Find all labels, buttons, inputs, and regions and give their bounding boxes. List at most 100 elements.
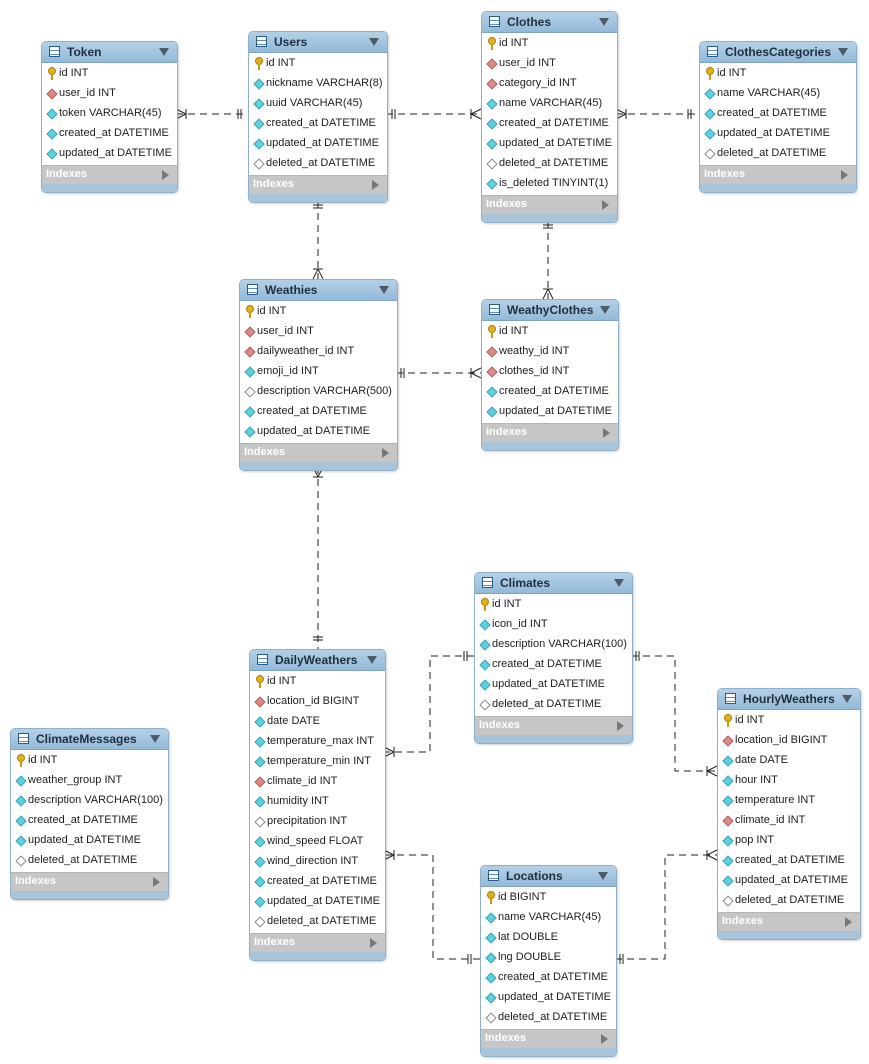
column-row[interactable]: id INT	[718, 711, 860, 731]
column-row[interactable]: updated_at DATETIME	[482, 402, 618, 422]
table-header[interactable]: Users	[249, 32, 387, 53]
table-header[interactable]: ClothesCategories	[700, 42, 856, 63]
column-row[interactable]: updated_at DATETIME	[11, 831, 168, 851]
column-row[interactable]: id INT	[482, 322, 618, 342]
column-row[interactable]: id INT	[240, 302, 397, 322]
column-row[interactable]: deleted_at DATETIME	[250, 912, 385, 932]
column-row[interactable]: created_at DATETIME	[481, 968, 616, 988]
column-row[interactable]: lng DOUBLE	[481, 948, 616, 968]
column-row[interactable]: location_id BIGINT	[250, 692, 385, 712]
column-row[interactable]: temperature_min INT	[250, 752, 385, 772]
collapse-arrow-icon[interactable]	[838, 48, 848, 56]
column-row[interactable]: deleted_at DATETIME	[481, 1008, 616, 1028]
column-row[interactable]: category_id INT	[482, 74, 617, 94]
indexes-section[interactable]: Indexes	[475, 716, 632, 735]
column-row[interactable]: updated_at DATETIME	[250, 892, 385, 912]
column-row[interactable]: created_at DATETIME	[475, 655, 632, 675]
column-row[interactable]: icon_id INT	[475, 615, 632, 635]
column-row[interactable]: name VARCHAR(45)	[482, 94, 617, 114]
column-row[interactable]: date DATE	[250, 712, 385, 732]
column-row[interactable]: id INT	[42, 64, 177, 84]
column-row[interactable]: description VARCHAR(100)	[11, 791, 168, 811]
column-row[interactable]: created_at DATETIME	[240, 402, 397, 422]
column-row[interactable]: updated_at DATETIME	[42, 144, 177, 164]
column-row[interactable]: token VARCHAR(45)	[42, 104, 177, 124]
column-row[interactable]: deleted_at DATETIME	[475, 695, 632, 715]
table-header[interactable]: Weathies	[240, 280, 397, 301]
column-row[interactable]: id INT	[700, 64, 856, 84]
column-row[interactable]: updated_at DATETIME	[475, 675, 632, 695]
column-row[interactable]: date DATE	[718, 751, 860, 771]
column-row[interactable]: created_at DATETIME	[700, 104, 856, 124]
table-header[interactable]: WeathyClothes	[482, 300, 618, 321]
collapse-arrow-icon[interactable]	[150, 735, 160, 743]
indexes-section[interactable]: Indexes	[11, 872, 168, 891]
table-header[interactable]: Token	[42, 42, 177, 63]
collapse-arrow-icon[interactable]	[599, 18, 609, 26]
collapse-arrow-icon[interactable]	[379, 286, 389, 294]
collapse-arrow-icon[interactable]	[614, 579, 624, 587]
column-row[interactable]: name VARCHAR(45)	[700, 84, 856, 104]
collapse-arrow-icon[interactable]	[598, 872, 608, 880]
expand-arrow-icon[interactable]	[153, 877, 160, 887]
expand-arrow-icon[interactable]	[603, 428, 610, 438]
indexes-section[interactable]: Indexes	[481, 1029, 616, 1048]
column-row[interactable]: emoji_id INT	[240, 362, 397, 382]
column-row[interactable]: nickname VARCHAR(8)	[249, 74, 387, 94]
column-row[interactable]: updated_at DATETIME	[482, 134, 617, 154]
column-row[interactable]: created_at DATETIME	[42, 124, 177, 144]
expand-arrow-icon[interactable]	[162, 170, 169, 180]
collapse-arrow-icon[interactable]	[842, 695, 852, 703]
table-header[interactable]: HourlyWeathers	[718, 689, 860, 710]
column-row[interactable]: uuid VARCHAR(45)	[249, 94, 387, 114]
table-header[interactable]: DailyWeathers	[250, 650, 385, 671]
column-row[interactable]: created_at DATETIME	[482, 382, 618, 402]
column-row[interactable]: user_id INT	[482, 54, 617, 74]
column-row[interactable]: name VARCHAR(45)	[481, 908, 616, 928]
expand-arrow-icon[interactable]	[370, 938, 377, 948]
table-header[interactable]: Climates	[475, 573, 632, 594]
column-row[interactable]: user_id INT	[42, 84, 177, 104]
table-header[interactable]: Locations	[481, 866, 616, 887]
indexes-section[interactable]: Indexes	[718, 912, 860, 931]
collapse-arrow-icon[interactable]	[159, 48, 169, 56]
column-row[interactable]: updated_at DATETIME	[481, 988, 616, 1008]
column-row[interactable]: created_at DATETIME	[718, 851, 860, 871]
column-row[interactable]: updated_at DATETIME	[718, 871, 860, 891]
expand-arrow-icon[interactable]	[382, 448, 389, 458]
column-row[interactable]: hour INT	[718, 771, 860, 791]
column-row[interactable]: updated_at DATETIME	[240, 422, 397, 442]
column-row[interactable]: humidity INT	[250, 792, 385, 812]
collapse-arrow-icon[interactable]	[367, 656, 377, 664]
column-row[interactable]: created_at DATETIME	[250, 872, 385, 892]
column-row[interactable]: description VARCHAR(100)	[475, 635, 632, 655]
column-row[interactable]: id INT	[249, 54, 387, 74]
column-row[interactable]: location_id BIGINT	[718, 731, 860, 751]
column-row[interactable]: precipitation INT	[250, 812, 385, 832]
table-header[interactable]: Clothes	[482, 12, 617, 33]
column-row[interactable]: clothes_id INT	[482, 362, 618, 382]
column-row[interactable]: updated_at DATETIME	[700, 124, 856, 144]
indexes-section[interactable]: Indexes	[42, 165, 177, 184]
column-row[interactable]: temperature INT	[718, 791, 860, 811]
table-header[interactable]: ClimateMessages	[11, 729, 168, 750]
column-row[interactable]: id INT	[482, 34, 617, 54]
column-row[interactable]: id BIGINT	[481, 888, 616, 908]
column-row[interactable]: deleted_at DATETIME	[482, 154, 617, 174]
column-row[interactable]: id INT	[11, 751, 168, 771]
collapse-arrow-icon[interactable]	[600, 306, 610, 314]
column-row[interactable]: wind_speed FLOAT	[250, 832, 385, 852]
column-row[interactable]: updated_at DATETIME	[249, 134, 387, 154]
column-row[interactable]: pop INT	[718, 831, 860, 851]
column-row[interactable]: weather_group INT	[11, 771, 168, 791]
indexes-section[interactable]: Indexes	[482, 423, 618, 442]
